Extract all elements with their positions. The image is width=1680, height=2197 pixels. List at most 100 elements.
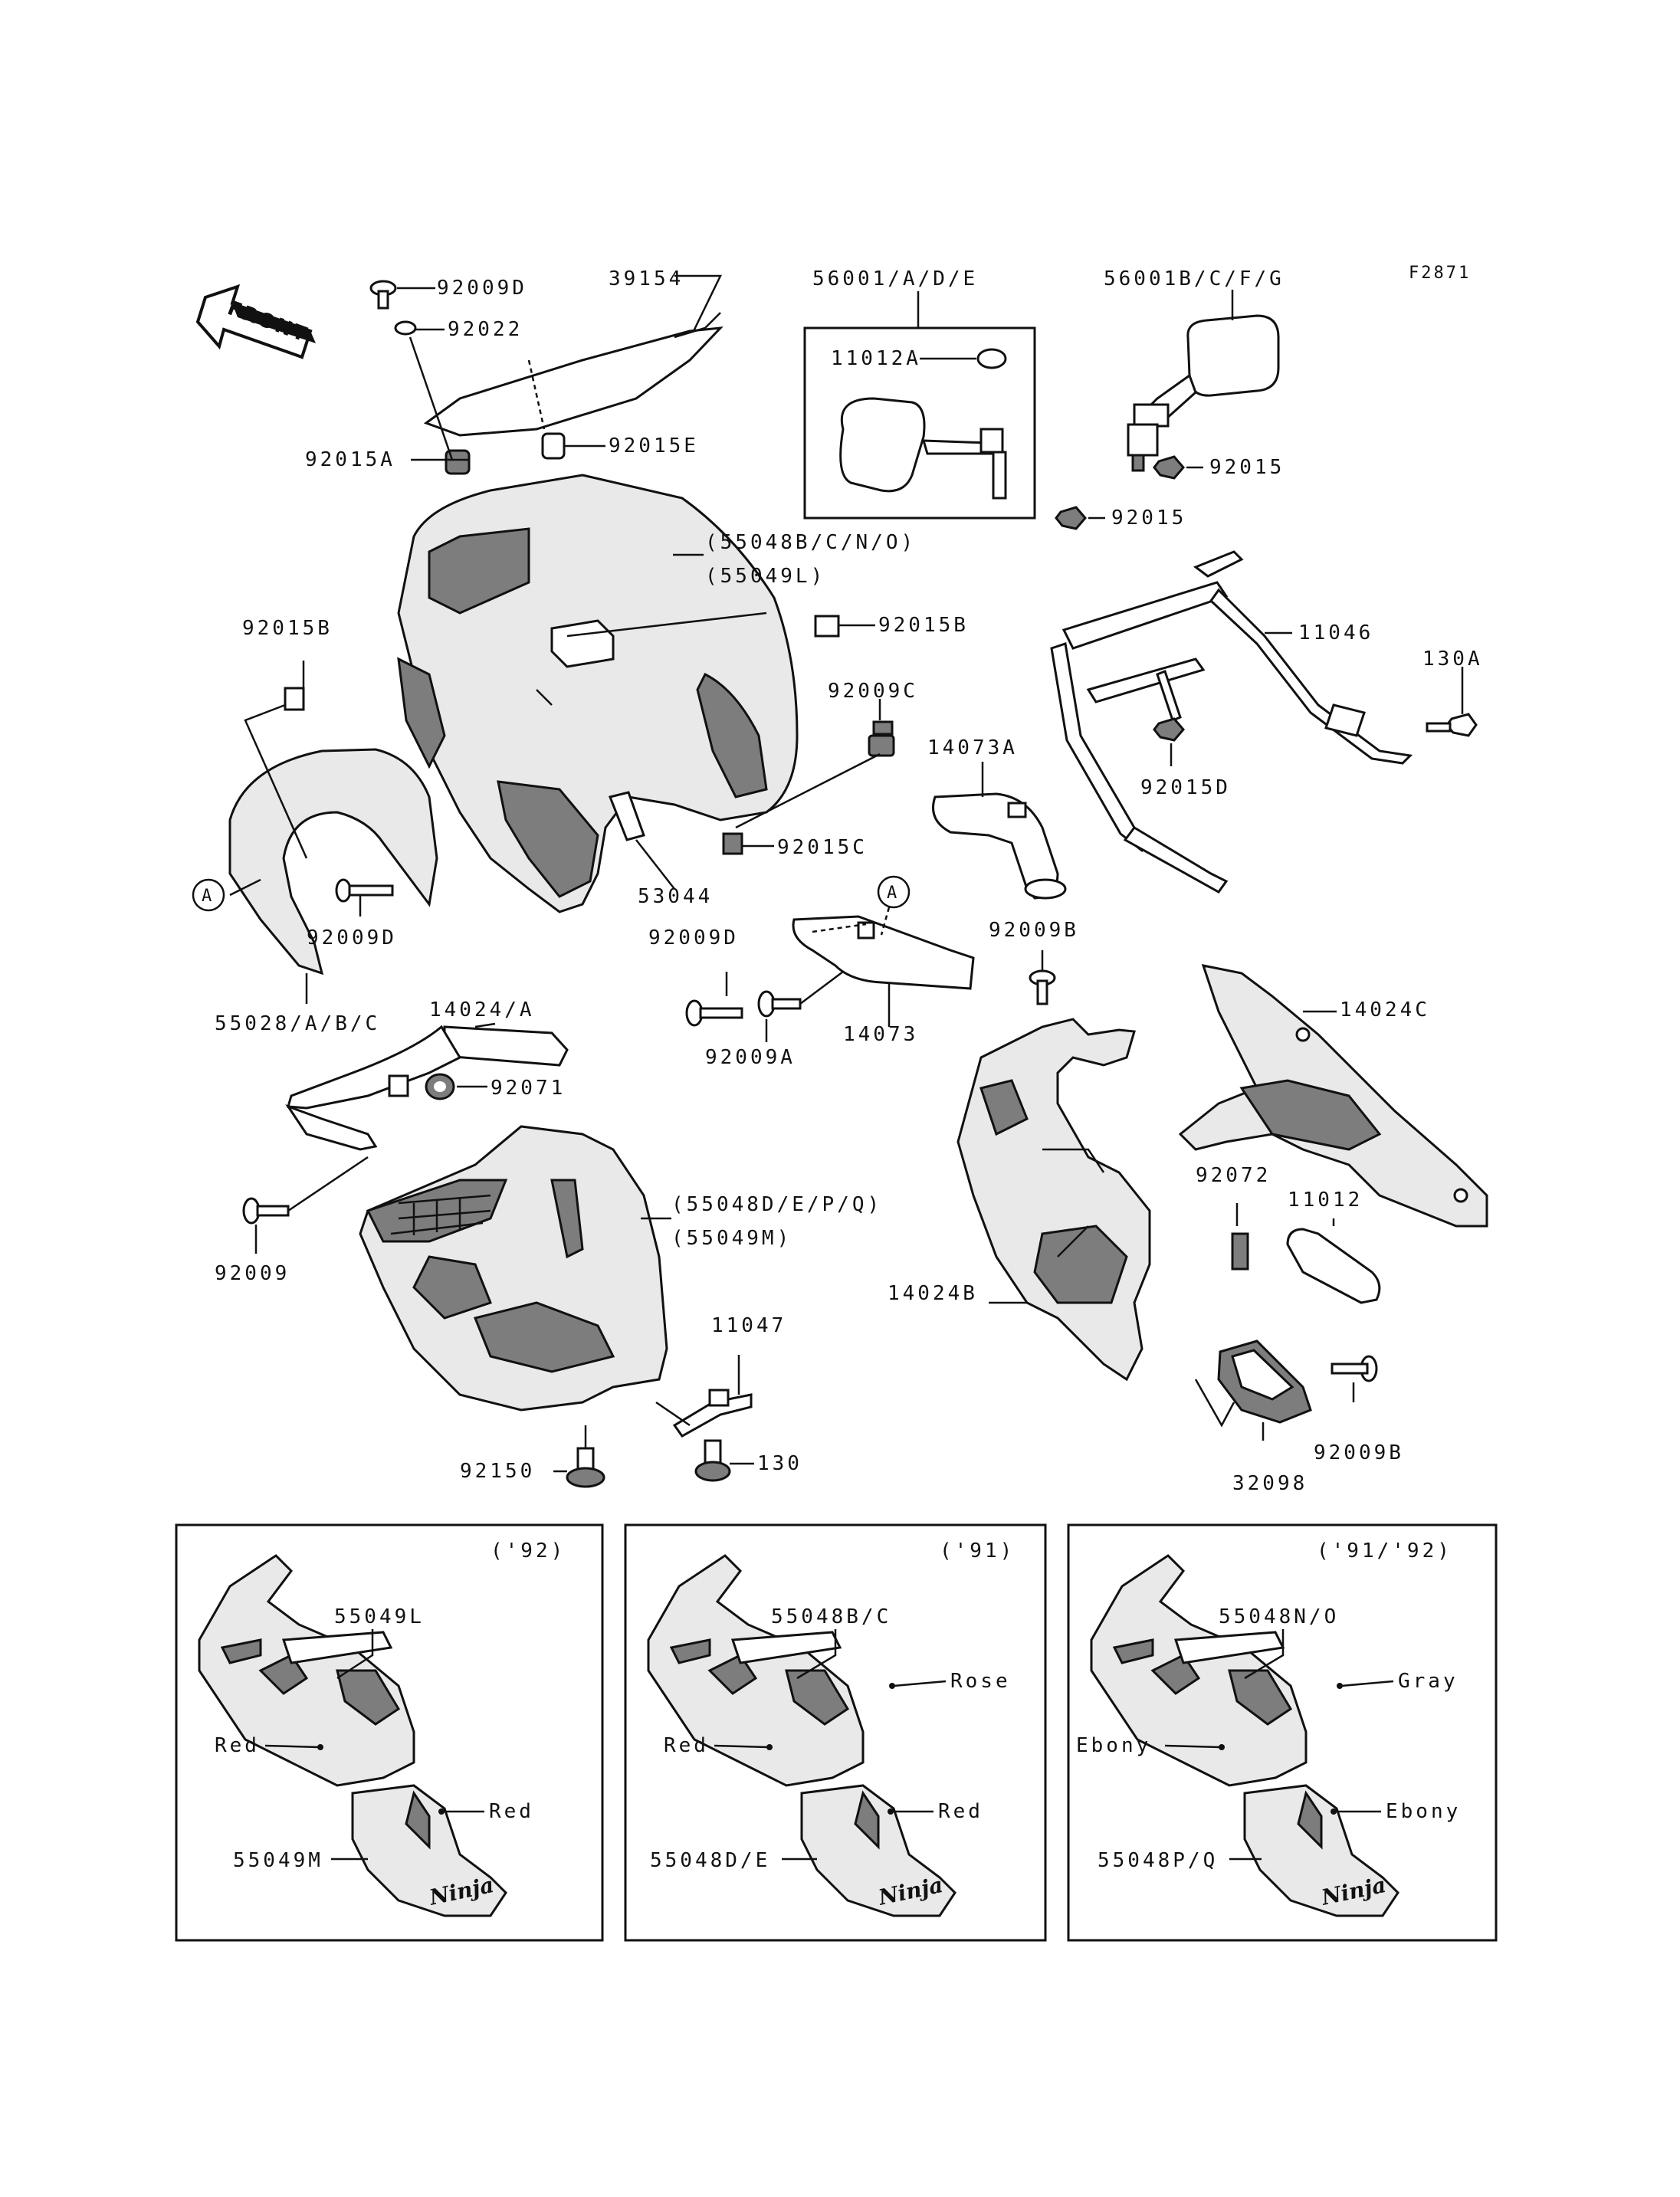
- mirror-56001-right: [1127, 314, 1280, 472]
- label-39154: 39154: [609, 267, 684, 290]
- label-14024A: 14024/A: [429, 998, 535, 1021]
- label-92009B-top: 92009B: [989, 919, 1079, 942]
- screw-92009B-bot: [1331, 1355, 1378, 1382]
- lower-fairing-main: [359, 1125, 668, 1412]
- label-14024C: 14024C: [1340, 998, 1430, 1021]
- variant-1-lower-color: Red: [489, 1800, 534, 1823]
- label-11046: 11046: [1298, 621, 1373, 644]
- mirror-left-box: [803, 326, 1036, 520]
- variant-1-upper-color: Red: [215, 1734, 260, 1757]
- cover-11012: [1286, 1228, 1381, 1304]
- variant-2-lower-part: 55048D/E: [650, 1849, 770, 1872]
- label-55048BCNO: (55048B/C/N/O): [705, 531, 916, 554]
- variant-2-upper-top-color: Rose: [950, 1670, 1011, 1693]
- label-92072: 92072: [1196, 1164, 1271, 1187]
- clip-92015C: [722, 832, 743, 855]
- variant-1-upper-part: 55049L: [334, 1605, 425, 1628]
- variant-3-lower-part: 55048P/Q: [1098, 1849, 1218, 1872]
- front-arrow-icon: FRONT: [195, 284, 316, 359]
- label-11047: 11047: [711, 1314, 786, 1337]
- label-55048DEPQ: (55048D/E/P/Q): [671, 1193, 882, 1216]
- variant-2-upper-color: Red: [664, 1734, 709, 1757]
- grommet-92015E: [541, 432, 566, 460]
- label-130A: 130A: [1422, 648, 1483, 671]
- inner-panel-14024C: [1178, 964, 1488, 1228]
- label-32098: 32098: [1232, 1472, 1308, 1495]
- label-92150: 92150: [460, 1460, 535, 1483]
- screw-92009: [242, 1197, 290, 1225]
- stay-bracket-11046: [1050, 550, 1413, 894]
- screw-92009A: [757, 990, 802, 1018]
- label-92015-a: 92015: [1209, 456, 1285, 479]
- label-92009D-left: 92009D: [307, 926, 397, 949]
- callout-a-center-label: A: [887, 884, 899, 903]
- label-92022: 92022: [448, 318, 523, 341]
- mirror-56001-left: [839, 348, 1007, 500]
- label-92009C: 92009C: [828, 680, 918, 703]
- variant-3-lower-color: Ebony: [1386, 1800, 1461, 1823]
- label-55049M-main: (55049M): [671, 1227, 792, 1250]
- label-130: 130: [757, 1452, 802, 1475]
- inner-cover-55028: [228, 687, 438, 976]
- label-92071: 92071: [491, 1077, 566, 1100]
- label-92009A: 92009A: [705, 1046, 796, 1069]
- inner-panel-14024B: [956, 1018, 1151, 1382]
- variant-1-year: ('92): [491, 1540, 566, 1562]
- bolt-92150: [566, 1447, 605, 1488]
- air-duct-14073: [792, 915, 975, 990]
- label-92015C: 92015C: [777, 836, 868, 859]
- variant-3-upper-part: 55048N/O: [1219, 1605, 1339, 1628]
- windscreen-cover-39154: [423, 312, 724, 437]
- nut-92015-a: [1153, 455, 1185, 480]
- callout-a-left-label: A: [202, 887, 214, 906]
- variant-3-upper-color: Ebony: [1076, 1734, 1151, 1757]
- variant-panel-2: ('91) Ninja 55048B/C Rose Red Red 55048D…: [624, 1523, 1047, 1942]
- label-92015A: 92015A: [305, 448, 395, 471]
- strip-53044: [608, 791, 645, 841]
- screw-92009B-top: [1029, 969, 1056, 1005]
- variant-panel-3: ('91/'92) Ninja 55048N/O Gray Ebony Ebon…: [1067, 1523, 1498, 1942]
- label-92009D-mid: 92009D: [648, 926, 739, 949]
- label-55049L-main: (55049L): [705, 565, 825, 588]
- callout-a-left: [192, 878, 225, 912]
- variant-2-year: ('91): [940, 1540, 1015, 1562]
- variant-2-lower-color: Red: [938, 1800, 983, 1823]
- label-92009D-top: 92009D: [437, 277, 527, 300]
- label-92015B-left: 92015B: [242, 617, 333, 640]
- variant-3-year: ('91/'92): [1317, 1540, 1452, 1562]
- nut-92015-b: [1055, 506, 1087, 530]
- bracket-11047: [672, 1389, 753, 1438]
- variant-3-upper-top-color: Gray: [1398, 1670, 1459, 1693]
- label-92015-b: 92015: [1111, 507, 1186, 530]
- inner-panel-14024A: [285, 1025, 569, 1151]
- screw-92009D-top: [369, 280, 397, 310]
- air-duct-14073A: [932, 792, 1067, 900]
- variant-1-lower-part: 55049M: [233, 1849, 323, 1872]
- grommet-92071: [425, 1073, 455, 1100]
- label-92009B-bot: 92009B: [1314, 1441, 1404, 1464]
- nut-92015D: [1153, 717, 1185, 742]
- label-92009: 92009: [215, 1262, 290, 1285]
- label-53044: 53044: [638, 885, 713, 908]
- label-14073: 14073: [843, 1023, 918, 1046]
- label-14024B: 14024B: [888, 1282, 978, 1305]
- label-11012A: 11012A: [831, 347, 921, 370]
- figure-code: F2871: [1409, 264, 1471, 283]
- pocket-32098: [1217, 1340, 1312, 1424]
- label-55028ABC: 55028/A/B/C: [215, 1012, 380, 1035]
- callout-a-center: [877, 875, 911, 909]
- label-56001BCFG: 56001B/C/F/G: [1104, 267, 1285, 290]
- label-92015E: 92015E: [609, 434, 699, 457]
- screw-92009D-left: [335, 878, 394, 903]
- bolt-92009C: [868, 720, 895, 757]
- label-92015D: 92015D: [1140, 776, 1231, 799]
- screw-92009D-mid: [685, 999, 743, 1027]
- label-11012: 11012: [1288, 1189, 1363, 1212]
- variant-2-upper-part: 55048B/C: [771, 1605, 891, 1628]
- label-56001ADE: 56001/A/D/E: [812, 267, 978, 290]
- bolt-130A: [1426, 713, 1478, 737]
- label-14073A: 14073A: [927, 736, 1018, 759]
- upper-fairing-main: [397, 474, 799, 913]
- label-92015B-right: 92015B: [878, 614, 969, 637]
